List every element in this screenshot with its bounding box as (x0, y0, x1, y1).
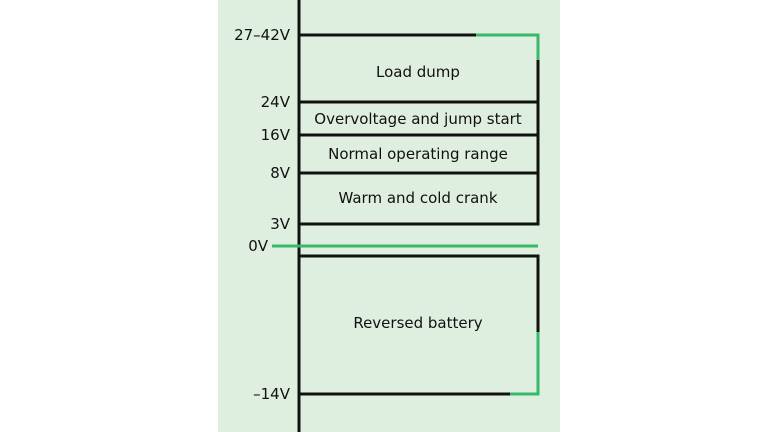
range-load-dump: Load dump (299, 33, 540, 102)
normal-operating-label: Normal operating range (328, 145, 508, 163)
voltage-label-8v: 8V (270, 164, 291, 182)
load-dump-accent-corner (476, 33, 540, 60)
voltage-label-24v: 24V (261, 93, 291, 111)
voltage-label-3v: 3V (270, 215, 291, 233)
diagram-panel (218, 0, 560, 432)
voltage-label-27-42v: 27–42V (234, 26, 291, 44)
voltage-label-16v: 16V (261, 126, 291, 144)
overvoltage-label: Overvoltage and jump start (314, 110, 522, 128)
reversed-battery-upper-edge (299, 254, 540, 332)
reversed-battery-accent-corner (510, 332, 540, 396)
voltage-label-neg14v: –14V (253, 385, 291, 403)
range-reversed-battery: Reversed battery (299, 254, 540, 396)
load-dump-label: Load dump (376, 63, 460, 81)
reversed-battery-label: Reversed battery (353, 314, 482, 332)
warm-cold-crank-label: Warm and cold crank (338, 189, 497, 207)
range-warm-cold-crank: Warm and cold crank (297, 171, 540, 226)
voltage-label-0v: 0V (248, 237, 269, 255)
warm-cold-crank-box (297, 171, 540, 226)
